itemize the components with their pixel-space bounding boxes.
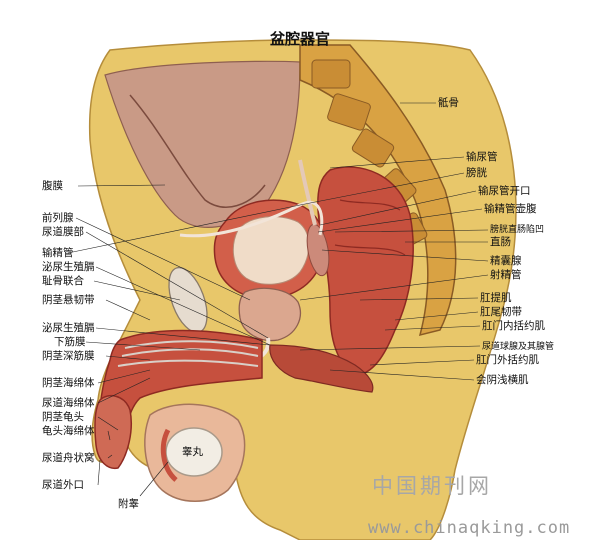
penis-fascia-3 [117, 359, 259, 367]
label-vas-deferens: 输精管 [42, 247, 74, 259]
label-internal-anal-sphincter: 肛门内括约肌 [482, 320, 545, 332]
pelvic-floor-muscle [269, 344, 374, 393]
leader-line [329, 156, 465, 169]
vas-deferens-duct [179, 201, 324, 238]
watermark-cn: 中国期刊网 [372, 474, 492, 498]
leader-line [334, 229, 489, 233]
leader-line [317, 208, 483, 233]
leader-line [93, 280, 181, 301]
leader-line [369, 359, 475, 366]
label-levator-ani: 肛提肌 [480, 292, 512, 304]
label-peritoneum: 腹膜 [42, 180, 63, 192]
label-deep-penile-fascia: 阴茎深筋膜 [42, 350, 95, 362]
watermark-url: www.chinaqking.com [368, 518, 571, 538]
label-anococcygeal-ligament: 肛尾韧带 [480, 306, 522, 318]
label-rectum: 直肠 [490, 236, 511, 248]
glans-organ [94, 394, 132, 470]
leader-line [95, 266, 271, 346]
label-bulbourethral-gland: 尿道球腺及其腺管 [482, 342, 555, 352]
label-testis: 睾丸 [182, 446, 203, 458]
label-external-anal-sphincter: 肛门外括约肌 [476, 354, 539, 366]
label-seminal-vesicle: 精囊腺 [490, 255, 522, 267]
testis-organ [165, 427, 223, 477]
label-prostatic-urethra: 尿道膜部 [42, 226, 84, 238]
leader-line [97, 377, 151, 404]
leader-line [75, 217, 251, 301]
label-glans-spongiosum: 龟头海绵体 [42, 425, 95, 437]
leader-line [107, 430, 111, 441]
leader-line [95, 327, 271, 346]
leader-line [384, 325, 481, 331]
epididymis-organ [160, 428, 178, 482]
diagram-title: 盆腔器官 [269, 30, 330, 48]
label-glans: 阴茎龟头 [42, 411, 84, 423]
label-superficial-transverse-perineal: 会阴浅横肌 [476, 374, 529, 386]
leader-line [107, 454, 113, 459]
vertebra-2 [327, 93, 371, 131]
label-ureter: 输尿管 [466, 151, 498, 163]
label-corpus-spongiosum: 尿道海绵体 [42, 397, 95, 409]
label-external-urethral-orifice: 尿道外口 [42, 479, 84, 491]
label-navicular-fossa: 尿道舟状窝 [42, 452, 95, 464]
penis-fascia-2 [121, 348, 259, 357]
prostate-organ [238, 287, 302, 342]
leader-line [319, 190, 477, 226]
leader-line [77, 184, 166, 187]
leader-lines [67, 102, 489, 497]
peritoneum-fold [129, 94, 266, 208]
leader-line [97, 459, 101, 486]
leader-line [359, 297, 479, 301]
leader-line [97, 369, 151, 384]
label-ampulla-deferens: 输精管壶腹 [484, 203, 537, 215]
label-prostate: 前列腺 [42, 212, 74, 224]
vertebra-1 [311, 59, 351, 89]
leader-line [85, 231, 269, 339]
leader-line [299, 274, 489, 301]
label-sacrum: 骶骨 [438, 97, 459, 109]
label-epididymis: 附睾 [118, 498, 139, 510]
leader-line [105, 299, 151, 321]
leader-line [97, 416, 119, 431]
vertebra-3 [351, 128, 395, 168]
label-ureter-orifice: 输尿管开口 [478, 185, 531, 197]
leader-line [85, 341, 201, 351]
leader-line [329, 369, 475, 381]
label-ejaculatory-duct: 射精管 [490, 269, 522, 281]
leader-line [299, 345, 481, 351]
leader-line [321, 249, 489, 262]
leader-line [105, 355, 151, 361]
label-suspensory-ligament: 阴茎悬韧带 [42, 294, 95, 306]
label-urogenital-diaphragm-lower: 泌尿生殖膈 [42, 322, 95, 334]
ureter-duct [298, 159, 317, 226]
label-rectovesical-pouch: 膀胱直肠陷凹 [490, 225, 545, 235]
rectum-fold-1 [339, 199, 401, 211]
leader-line [139, 461, 169, 497]
leader-line [67, 204, 301, 254]
label-pubic-symphysis: 耻骨联合 [42, 275, 84, 287]
rectum-fold-2 [334, 244, 406, 256]
label-inferior-fascia: 下筋膜 [54, 336, 86, 348]
penis-fascia-1 [124, 340, 259, 349]
label-corpus-cavernosum: 阴茎海绵体 [42, 377, 95, 389]
label-bladder: 膀胱 [466, 167, 487, 179]
leader-line [299, 172, 465, 206]
label-urogenital-diaphragm-upper: 泌尿生殖膈 [42, 261, 95, 273]
leader-line [394, 311, 479, 321]
